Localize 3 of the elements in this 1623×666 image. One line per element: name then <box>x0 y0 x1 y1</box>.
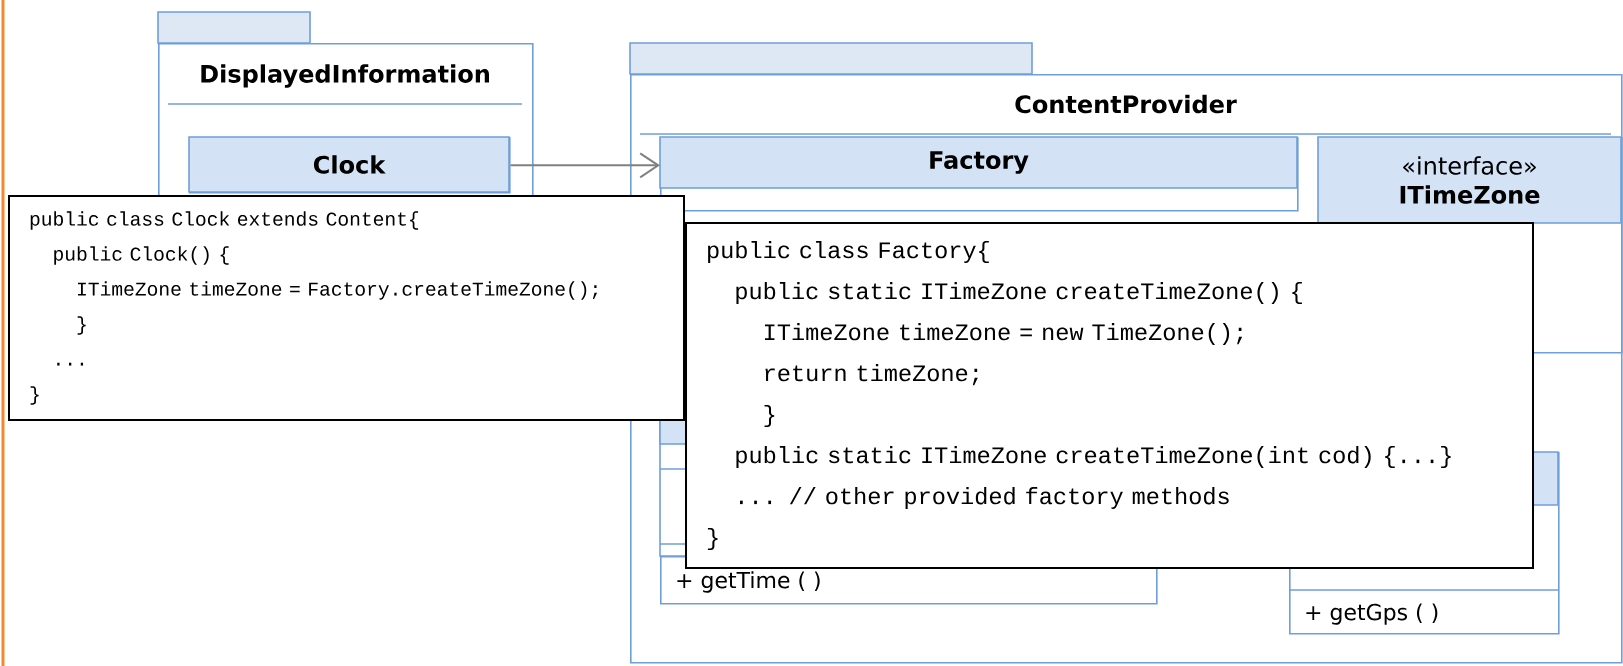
arrow <box>509 152 660 179</box>
class-box: Factory <box>659 136 1299 212</box>
class-box: Clock <box>188 136 511 194</box>
